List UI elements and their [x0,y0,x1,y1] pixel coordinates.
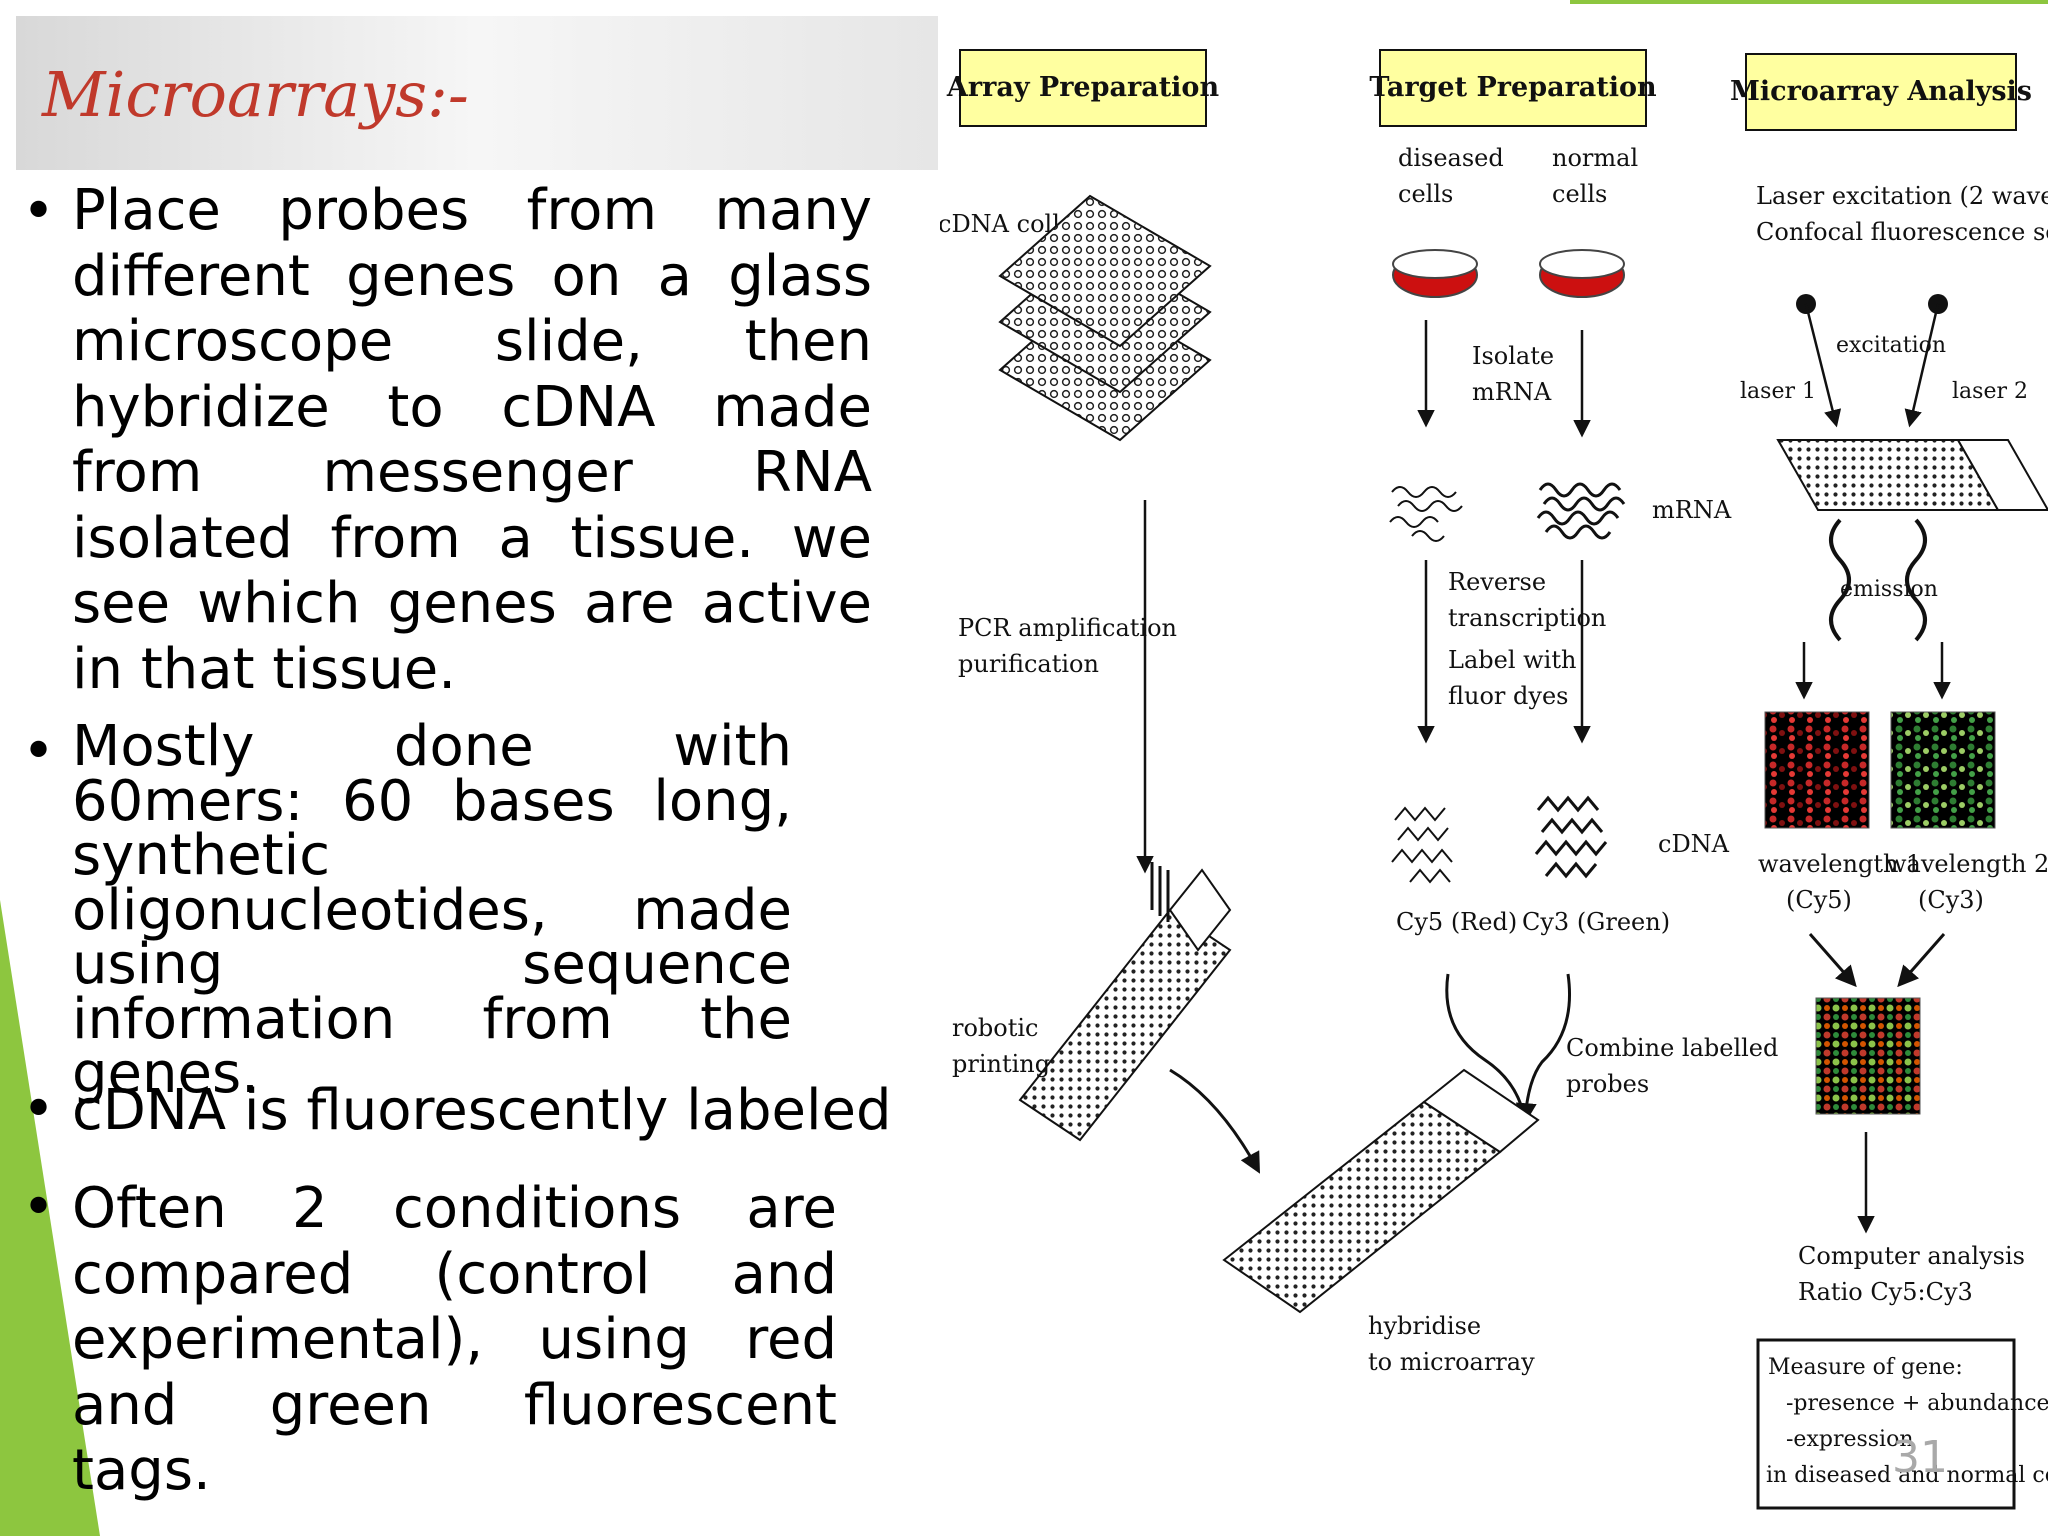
measure-of-gene-box: Measure of gene: -presence + abundance -… [1756,1338,2048,1510]
label-robotic: robotic [952,1014,1039,1042]
combine-curve-right [1515,973,1572,1125]
bullet-dot-1: • [22,179,56,244]
header-target-preparation: Target Preparation [1369,49,1657,127]
svg-text:Microarray Analysis: Microarray Analysis [1730,76,2032,107]
label-wavelength-1-cy5: (Cy5) [1786,886,1852,914]
bullet-text-1: Place probes from many different genes o… [72,178,872,702]
label-measure-of-gene: Measure of gene: [1768,1355,1963,1380]
label-transcription: transcription [1448,604,1606,632]
cdna-labeled-green [1534,795,1608,879]
laser-1-icon [1796,294,1842,428]
label-confocal-scanning: Confocal fluorescence scanning [1756,218,2048,246]
merged-scan-image [1815,997,1921,1115]
label-pcr-amplification: PCR amplification [958,614,1177,642]
bullet-text-2: Mostly done with 60mers: 60 bases long, … [72,714,792,1106]
mrna-strands-normal [1536,482,1626,540]
svg-text:Target Preparation: Target Preparation [1369,72,1657,103]
bullet-dot-2: • [22,719,56,784]
bullet-text-4: Often 2 conditions are compared (control… [72,1176,837,1503]
header-array-preparation: Array Preparation [946,49,1220,127]
label-normal-cells: cells [1552,180,1607,208]
label-probes: probes [1566,1070,1649,1098]
label-isolate: Isolate [1472,342,1554,370]
label-ratio-cy5-cy3: Ratio Cy5:Cy3 [1798,1278,1973,1306]
emission-wave-left [1829,518,1851,642]
label-hybridise: hybridise [1368,1312,1481,1340]
label-printing: printing [952,1050,1050,1078]
label-label-with: Label with [1448,646,1576,674]
label-emission: emission [1840,577,1938,602]
label-to-microarray: to microarray [1368,1348,1535,1376]
mrna-strands-diseased [1389,486,1463,542]
label-diseased: diseased [1398,144,1504,172]
label-cy5-red: Cy5 (Red) [1396,908,1517,936]
label-wavelength-1: wavelength 1 [1758,850,1921,878]
robotic-printer-slide [1018,862,1232,1142]
label-laser-excitation: Laser excitation (2 wavelengths) [1756,182,2048,210]
combine-curve-left [1445,973,1527,1121]
scanned-slide [1776,439,2048,511]
label-mrna: mRNA [1652,496,1732,524]
left-green-triangle [0,900,100,1536]
label-laser-1: laser 1 [1740,379,1816,404]
header-microarray-analysis: Microarray Analysis [1730,53,2032,131]
label-diseased-normal-cells: in diseased and normal cells [1766,1463,2048,1488]
title-bar [16,16,938,170]
label-cdna: cDNA [1658,830,1730,858]
well-plates-stack [998,194,1212,442]
arrow-to-hybridize-left [1169,1068,1261,1174]
label-wavelength-2-cy3: (Cy3) [1918,886,1984,914]
label-cy3-green: Cy3 (Green) [1522,908,1670,936]
cy3-scan-image [1890,711,1996,829]
petri-dish-normal [1539,249,1625,298]
cdna-labeled-red [1391,806,1453,884]
bullet-dot-3: • [22,1077,56,1142]
label-combine-labelled: Combine labelled [1566,1034,1778,1062]
label-laser-2: laser 2 [1952,379,2028,404]
bullet-text-3: cDNA is fluorescently labeled [72,1078,892,1143]
label-presence-abundance: -presence + abundance [1786,1391,2048,1416]
bullet-dot-4: • [22,1175,56,1240]
label-expression: -expression [1786,1427,1914,1452]
label-purification: purification [958,650,1099,678]
laser-2-icon [1904,294,1948,428]
top-right-green-line [1570,0,2048,4]
label-excitation: excitation [1836,333,1946,358]
label-reverse: Reverse [1448,568,1546,596]
label-wavelength-2: wavelength 2 [1886,850,2048,878]
label-diseased-cells: cells [1398,180,1453,208]
emission-wave-right [1905,518,1927,642]
microarray-workflow-diagram: Array Preparation Target Preparation Mic… [940,49,2048,1510]
page-number: 31 [1892,1432,1948,1483]
label-isolate-mrna: mRNA [1472,378,1552,406]
label-fluor-dyes: fluor dyes [1448,682,1568,710]
cy5-scan-image [1764,711,1870,829]
arrow-merge-left [1808,933,1857,988]
label-computer-analysis: Computer analysis [1798,1242,2025,1270]
svg-text:Array Preparation: Array Preparation [946,72,1220,103]
hybridized-microarray-slide [1222,1068,1540,1314]
slide-title: Microarrays:- [42,58,469,131]
label-normal: normal [1552,144,1638,172]
arrow-merge-right [1897,933,1946,988]
petri-dish-diseased [1392,249,1478,298]
